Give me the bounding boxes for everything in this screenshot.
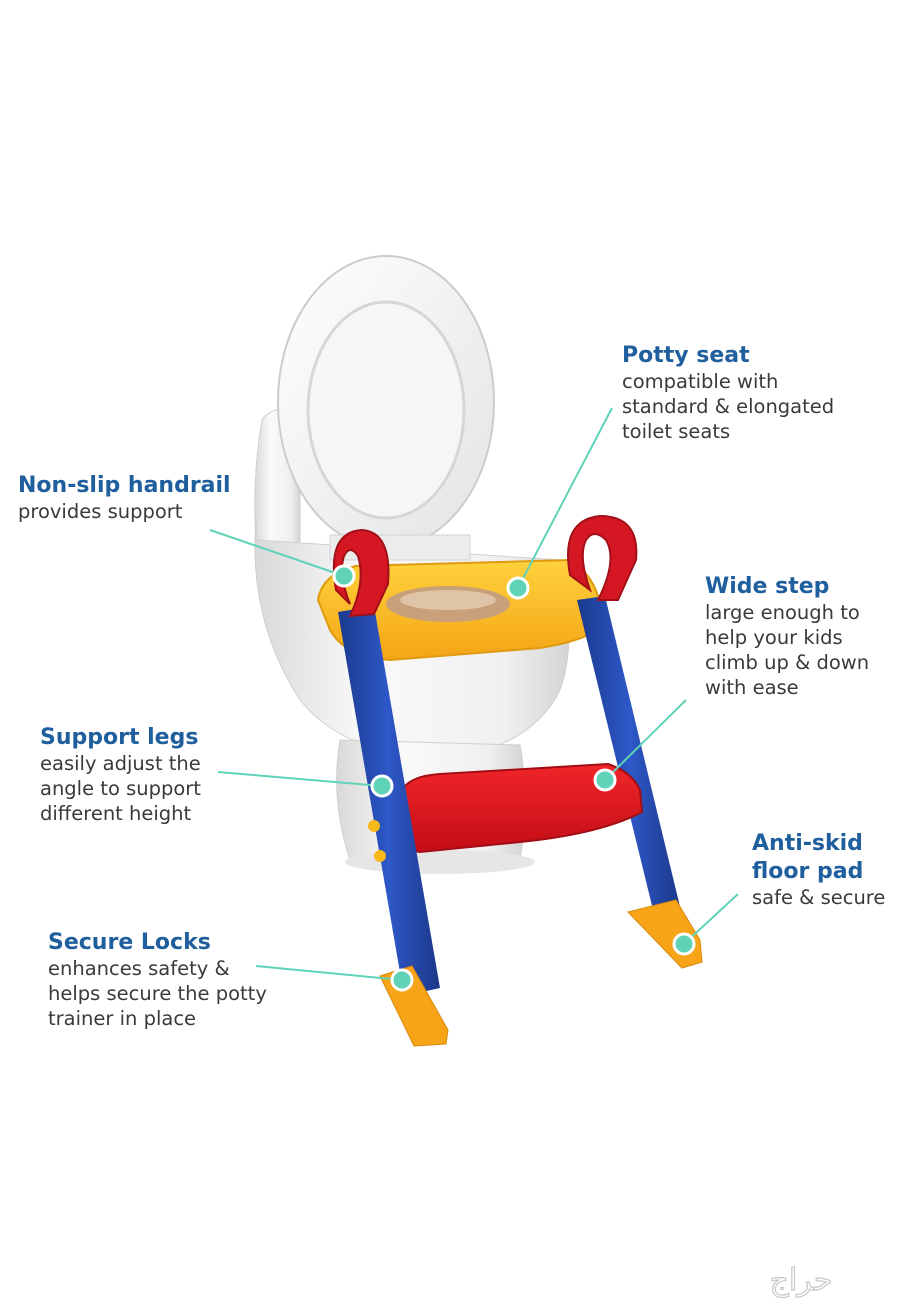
callout-potty-seat-title: Potty seat (622, 343, 750, 368)
pointer-dot-support-legs (370, 774, 394, 798)
callout-secure-locks-title: Secure Locks (48, 930, 211, 955)
right-frame (567, 514, 703, 969)
toilet-lid-inner (306, 300, 466, 520)
left-handle (332, 528, 390, 618)
callout-wide-step-title: Wide step (705, 574, 830, 599)
callout-support-legs: Support legs easily adjust the angle to … (40, 724, 201, 827)
callout-handrail: Non-slip handrail provides support (18, 472, 231, 525)
callout-potty-seat: Potty seat compatible with standard & el… (622, 342, 834, 445)
callout-wide-step-desc: large enough to help your kids climb up … (705, 601, 870, 700)
callout-handrail-title: Non-slip handrail (18, 473, 231, 498)
callout-potty-seat-desc: compatible with standard & elongated toi… (622, 370, 835, 444)
pointer-dot-anti-skid (672, 932, 696, 956)
pointer-dot-potty-seat (506, 576, 530, 600)
callout-anti-skid: Anti-skid floor pad safe & secure (752, 830, 885, 911)
callout-secure-locks: Secure Locks enhances safety & helps sec… (48, 929, 267, 1032)
right-handle (567, 514, 638, 601)
potty-seat (316, 558, 606, 662)
callout-wide-step: Wide step large enough to help your kids… (705, 573, 869, 701)
callout-handrail-desc: provides support (18, 500, 183, 524)
watermark-text: حراج (770, 1263, 833, 1298)
callout-support-legs-desc: easily adjust the angle to support diffe… (40, 752, 201, 826)
right-foot-pad (627, 899, 703, 969)
callout-support-legs-title: Support legs (40, 725, 199, 750)
pointer-dot-wide-step (593, 768, 617, 792)
callout-anti-skid-desc: safe & secure (752, 886, 886, 910)
callout-anti-skid-title: Anti-skid floor pad (752, 831, 864, 885)
callout-secure-locks-desc: enhances safety & helps secure the potty… (48, 957, 267, 1031)
pointer-dots (332, 564, 696, 992)
toilet-base (345, 850, 535, 874)
haraj-watermark: حراج (769, 1262, 833, 1298)
pointer-lines (209, 407, 739, 981)
pointer-dot-handrail (332, 564, 356, 588)
pointer-dot-secure-locks (390, 968, 414, 992)
